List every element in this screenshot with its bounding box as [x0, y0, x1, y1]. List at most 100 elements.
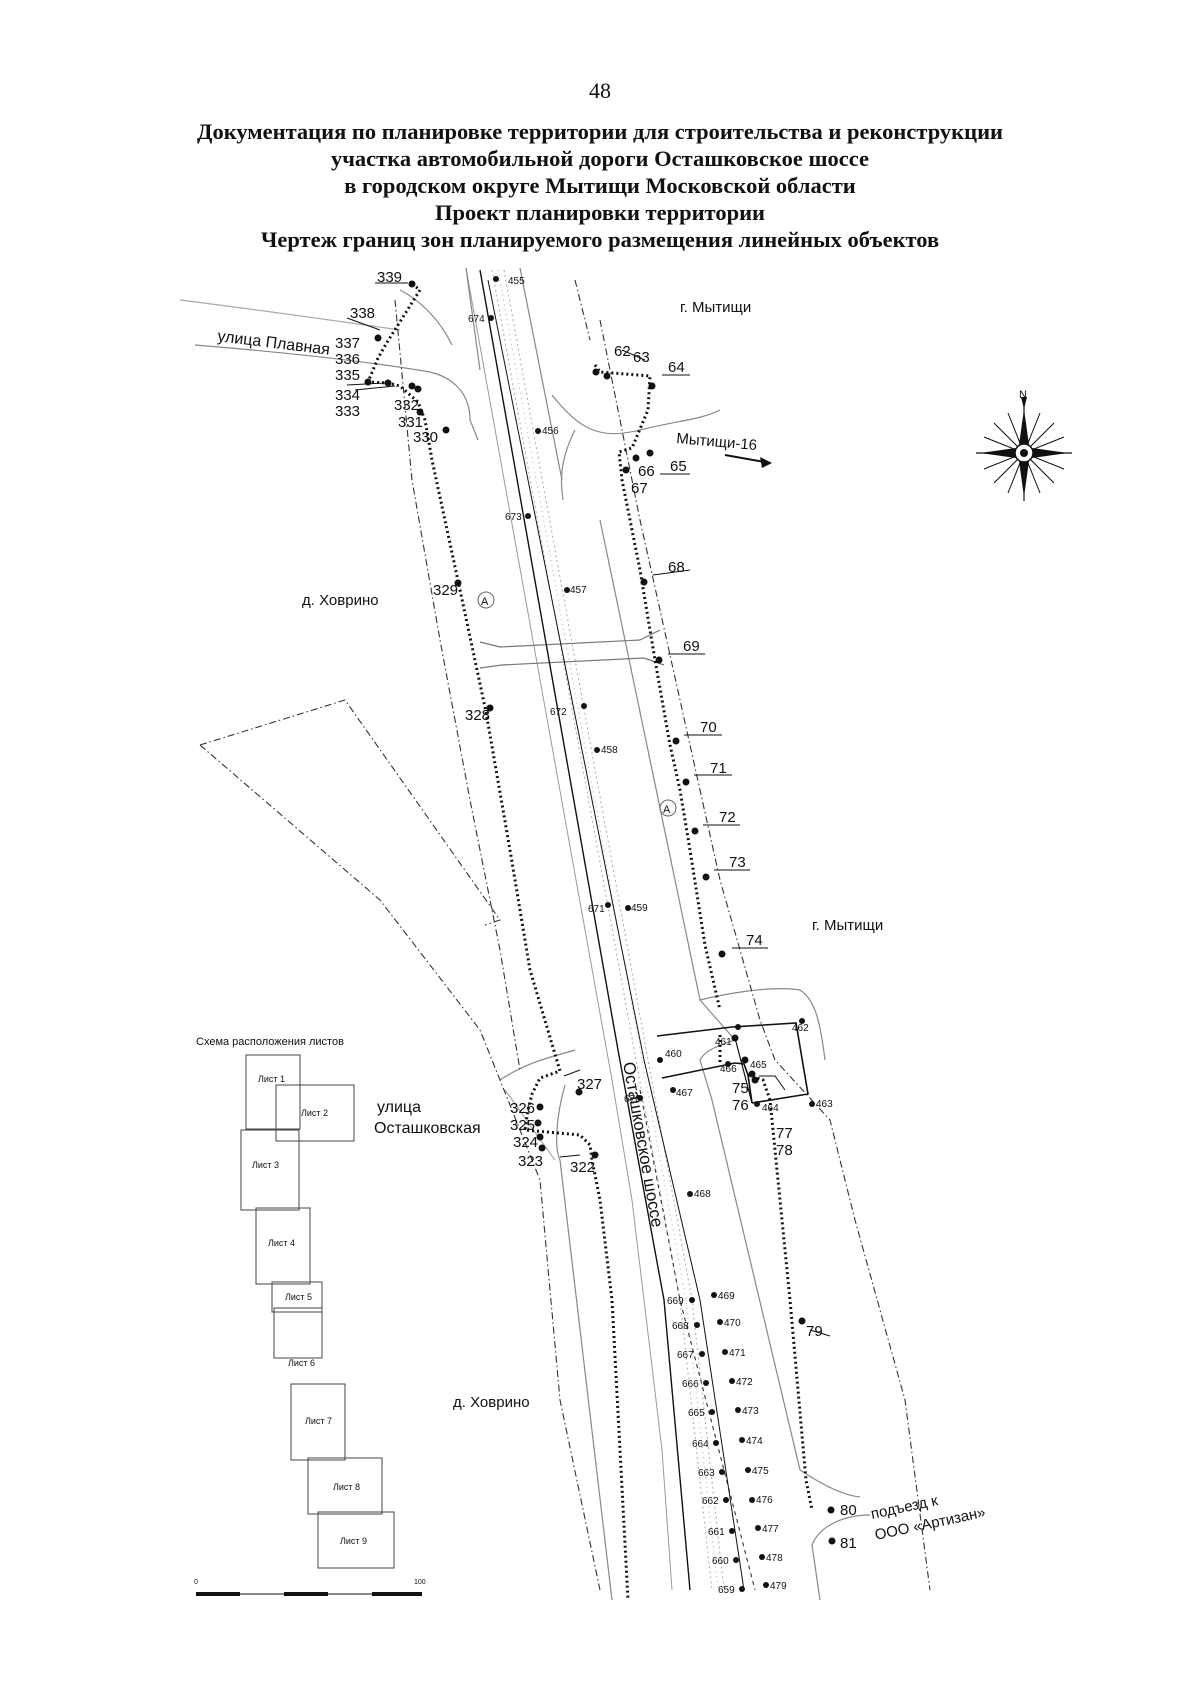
sheet-6-label: Лист 6	[288, 1358, 315, 1368]
title-line-4: Проект планировки территории	[434, 200, 766, 225]
point-label: 75	[732, 1080, 749, 1097]
sheet-5-frame	[271, 1281, 323, 1313]
title-line-1: Документация по планировке территории дл…	[196, 119, 1004, 144]
point-label: 327	[577, 1076, 602, 1093]
point-label: 469	[718, 1291, 735, 1302]
sheet-2-label: Лист 2	[301, 1108, 328, 1118]
point-label: 331	[398, 414, 423, 431]
sheet-8-frame	[307, 1457, 383, 1515]
label-ulitsa-plavnaya: улица Плавная	[217, 328, 331, 359]
point-label: 473	[742, 1406, 759, 1417]
point-label: 455	[508, 276, 525, 287]
point-label: 479	[770, 1581, 787, 1592]
point-label: 674	[468, 314, 485, 325]
point-label: 79	[806, 1323, 823, 1340]
label-khovrino-bottom: д. Ховрино	[453, 1394, 530, 1411]
point-label: 460	[665, 1049, 682, 1060]
point-label: 65	[670, 458, 687, 475]
point-label: 669	[667, 1296, 684, 1307]
road-sign-icons: A A	[477, 591, 677, 817]
point-label: 664	[692, 1439, 709, 1450]
point-label: 461	[715, 1037, 732, 1048]
point-label: 475	[752, 1466, 769, 1477]
point-label: 68	[668, 559, 685, 576]
bridge	[479, 629, 665, 669]
point-label: 666	[682, 1379, 699, 1390]
point-label: 72	[719, 809, 736, 826]
label-mytishchi-top: г. Мытищи	[680, 299, 751, 316]
leader-lines	[346, 282, 831, 1337]
sheet-7-label: Лист 7	[305, 1416, 332, 1426]
sheet-1-label: Лист 1	[258, 1074, 285, 1084]
label-mytishchi-16: Мытищи-16	[676, 430, 758, 454]
point-label: 339	[377, 269, 402, 286]
sheet-7-frame	[290, 1383, 346, 1461]
point-label: 661	[708, 1527, 725, 1538]
point-label: 463	[816, 1099, 833, 1110]
compass-rose-icon: N	[976, 389, 1072, 501]
point-label: 470	[724, 1318, 741, 1329]
point-label: 660	[712, 1556, 729, 1567]
point-label: 324	[513, 1134, 538, 1151]
title-line-2: участка автомобильной дороги Осташковско…	[330, 146, 869, 171]
title-line-5: Чертеж границ зон планируемого размещени…	[260, 227, 940, 252]
point-label: 466	[720, 1064, 737, 1075]
point-label: 459	[631, 903, 648, 914]
point-label: 338	[350, 305, 375, 322]
point-label: 472	[736, 1377, 753, 1388]
point-label: 464	[762, 1103, 779, 1114]
label-mytishchi-mid: г. Мытищи	[812, 917, 883, 934]
label-ostashkovskoe-shosse: Осташковское шоссе	[619, 1060, 667, 1228]
point-label: 477	[762, 1524, 779, 1535]
point-label: 76	[732, 1097, 749, 1114]
point-label: 667	[677, 1350, 694, 1361]
point-label: 668	[672, 1321, 689, 1332]
sheet-9-label: Лист 9	[340, 1536, 367, 1546]
title-line-3: в городском округе Мытищи Московской обл…	[344, 173, 856, 198]
point-label: 81	[840, 1535, 857, 1552]
point-label: 465	[750, 1060, 767, 1071]
point-label: 457	[570, 585, 587, 596]
point-label: 62	[614, 343, 631, 360]
point-label: 328	[465, 707, 490, 724]
point-label: 478	[766, 1553, 783, 1564]
point-label: 471	[729, 1348, 746, 1359]
sheet-2-frame	[275, 1084, 355, 1142]
label-ulitsa-1: улица	[377, 1099, 421, 1116]
label-ulitsa-2: Осташковская	[374, 1120, 481, 1137]
sheet-3-frame	[240, 1129, 300, 1211]
point-label: 322	[570, 1159, 595, 1176]
point-label: 66	[638, 463, 655, 480]
sheet-6-frame	[273, 1307, 323, 1359]
road-edges	[179, 267, 871, 1601]
point-label: 665	[688, 1408, 705, 1419]
scale-bar: 0 100	[194, 1579, 426, 1596]
zone-boundaries	[199, 279, 931, 1591]
point-label: 334	[335, 387, 360, 404]
page-number: 48	[589, 78, 611, 103]
point-label: 462	[792, 1023, 809, 1034]
arrow-icon	[724, 454, 772, 468]
point-label: 69	[683, 638, 700, 655]
point-label: 74	[746, 932, 763, 949]
scale-end-label: 100	[414, 1579, 426, 1586]
point-label: 458	[601, 745, 618, 756]
point-label: 476	[756, 1495, 773, 1506]
scale-start-label: 0	[194, 1579, 198, 1586]
point-label: 467	[676, 1088, 693, 1099]
point-label: 77	[776, 1125, 793, 1142]
point-label: 323	[518, 1153, 543, 1170]
point-label: 329	[433, 582, 458, 599]
point-label: 73	[729, 854, 746, 871]
point-label: 662	[702, 1496, 719, 1507]
document-title: Документация по планировке территории дл…	[0, 118, 1200, 253]
sheet-1-frame	[245, 1054, 301, 1130]
point-label: 80	[840, 1502, 857, 1519]
point-label: 67	[631, 480, 648, 497]
axis-lines	[479, 269, 745, 1591]
point-markers	[364, 276, 836, 1592]
sheet-5-label: Лист 5	[285, 1292, 312, 1302]
point-label: 672	[550, 707, 567, 718]
point-label: 332	[394, 397, 419, 414]
